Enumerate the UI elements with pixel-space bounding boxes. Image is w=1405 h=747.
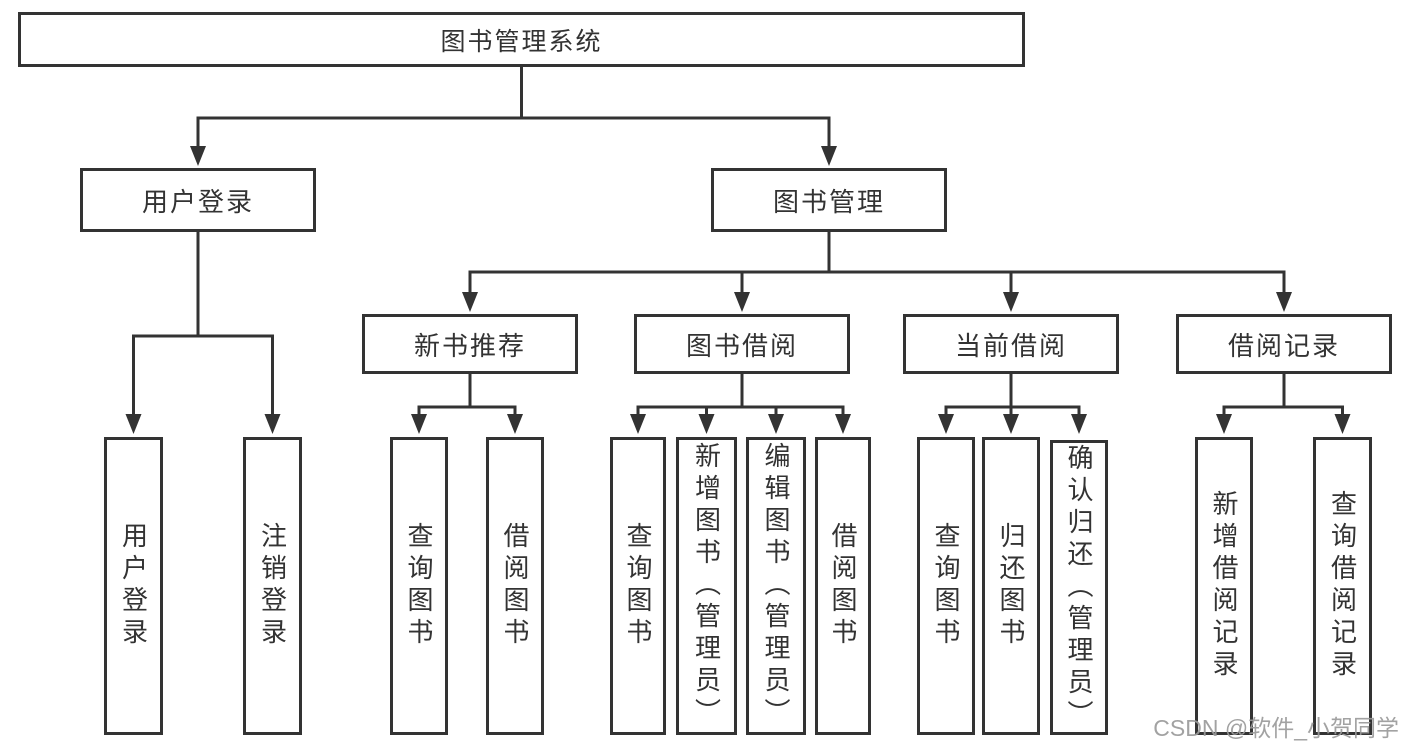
leaf-return-books-label: 归还图书 (996, 522, 1026, 650)
leaf-borrow-books-recommend: 借阅图书 (486, 437, 544, 735)
leaf-add-borrow-record: 新增借阅记录 (1195, 437, 1253, 735)
leaf-borrow-books-recommend-label: 借阅图书 (500, 522, 530, 650)
leaf-user-login-label: 用户登录 (118, 522, 149, 650)
leaf-user-login: 用户登录 (104, 437, 163, 735)
node-new-book-recommend-label: 新书推荐 (413, 330, 526, 361)
leaf-query-borrow-record: 查询借阅记录 (1313, 437, 1372, 735)
node-book-borrowing-label: 图书借阅 (685, 330, 798, 361)
leaf-edit-book-admin: 编辑图书（管理员） (746, 437, 806, 735)
node-book-management-label: 图书管理 (772, 186, 885, 217)
leaf-add-book-admin: 新增图书（管理员） (676, 437, 737, 735)
node-book-borrowing: 图书借阅 (634, 314, 850, 374)
arrowheads (125, 146, 1351, 434)
node-borrowing-records-label: 借阅记录 (1227, 330, 1340, 361)
watermark: CSDN @软件_小贺同学 (1153, 715, 1399, 741)
leaf-query-books-current-label: 查询图书 (931, 522, 961, 650)
leaf-query-books-borrow: 查询图书 (610, 437, 666, 735)
leaf-borrow-books-borrow: 借阅图书 (815, 437, 871, 735)
node-root-label: 图书管理系统 (440, 27, 603, 56)
leaf-return-books: 归还图书 (982, 437, 1040, 735)
node-borrowing-records: 借阅记录 (1176, 314, 1392, 374)
leaf-logout: 注销登录 (243, 437, 302, 735)
node-new-book-recommend: 新书推荐 (362, 314, 578, 374)
leaf-borrow-books-borrow-label: 借阅图书 (828, 522, 858, 650)
leaf-query-borrow-record-label: 查询借阅记录 (1327, 490, 1358, 682)
leaf-logout-label: 注销登录 (257, 522, 288, 650)
leaf-confirm-return-admin-label: 确认归还（管理员） (1064, 443, 1094, 732)
leaf-query-books-borrow-label: 查询图书 (623, 522, 653, 650)
leaf-query-books-recommend: 查询图书 (390, 437, 448, 735)
node-current-borrowing: 当前借阅 (903, 314, 1119, 374)
leaf-confirm-return-admin: 确认归还（管理员） (1050, 440, 1108, 735)
node-current-borrowing-label: 当前借阅 (954, 330, 1067, 361)
node-user-login-label: 用户登录 (141, 186, 254, 217)
leaf-query-books-current: 查询图书 (917, 437, 975, 735)
leaf-edit-book-admin-label: 编辑图书（管理员） (761, 442, 791, 730)
leaf-add-book-admin-label: 新增图书（管理员） (691, 442, 722, 730)
leaf-add-borrow-record-label: 新增借阅记录 (1209, 490, 1239, 682)
leaf-query-books-recommend-label: 查询图书 (404, 522, 434, 650)
node-user-login: 用户登录 (80, 168, 316, 232)
node-root: 图书管理系统 (18, 12, 1025, 67)
node-book-management: 图书管理 (711, 168, 947, 232)
